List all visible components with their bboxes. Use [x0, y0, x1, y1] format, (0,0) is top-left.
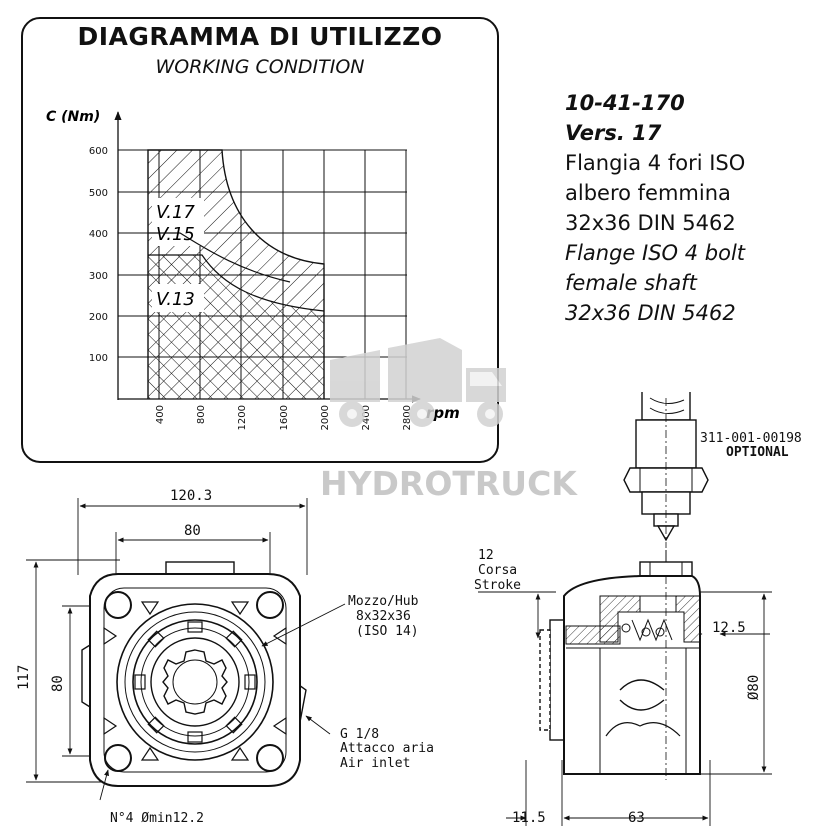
y-tick-100: 100 [89, 353, 108, 364]
dim-63: 63 [628, 810, 645, 826]
x-tick-1200: 1200 [237, 405, 248, 430]
optional-label: OPTIONAL [726, 445, 789, 460]
curve-v15-outline [148, 232, 291, 283]
x-tick-labels: 400 800 1200 1600 2000 2400 2800 [155, 405, 413, 430]
watermark-text: HYDROTRUCK [320, 464, 577, 503]
side-view-labels: 311-001-00198 OPTIONAL 12 Corsa Stroke 1… [474, 431, 802, 826]
y-tick-300: 300 [89, 271, 108, 282]
dim-height-overall: 117 [16, 665, 32, 690]
x-tick-1600: 1600 [279, 405, 290, 430]
hub-label-3: (ISO 14) [356, 624, 419, 639]
spec-it-line-1: Flangia 4 fori ISO [565, 151, 746, 175]
watermark-truck-logo [330, 338, 506, 427]
working-condition-chart: 100 200 300 400 500 600 400 800 1200 160… [21, 17, 499, 463]
curve-v13-outline [148, 254, 325, 312]
dim-11-5: 11.5 [512, 810, 546, 826]
stroke-label-2: Corsa [478, 563, 517, 578]
x-tick-2000: 2000 [320, 405, 331, 430]
product-code: 10-41-170 [565, 91, 685, 115]
air-label-1: G 1/8 [340, 727, 379, 742]
dim-12-5: 12.5 [712, 620, 746, 636]
spec-en-line-3: 32x36 DIN 5462 [565, 301, 736, 325]
dim-width-overall: 120.3 [170, 488, 212, 504]
y-tick-400: 400 [89, 229, 108, 240]
product-spec: 10-41-170 Vers. 17 Flangia 4 fori ISO al… [565, 88, 835, 328]
optional-sensor [623, 392, 709, 562]
hub-label-2: 8x32x36 [356, 609, 411, 624]
part-number: 311-001-00198 [700, 431, 802, 446]
x-tick-2800: 2800 [402, 405, 413, 430]
dim-width-bolt: 80 [184, 523, 201, 539]
curve-v17-outline [147, 149, 325, 399]
spec-en-line-2: female shaft [565, 271, 697, 295]
dim-diameter-80: Ø80 [746, 675, 762, 700]
spec-it-line-2: albero femmina [565, 181, 731, 205]
spec-it-line-3: 32x36 DIN 5462 [565, 211, 736, 235]
front-view-flange [26, 498, 346, 801]
spec-en-line-1: Flange ISO 4 bolt [565, 241, 746, 265]
x-tick-2400: 2400 [361, 405, 372, 430]
dim-height-bolt: 80 [50, 675, 66, 692]
diagram-subtitle: WORKING CONDITION [155, 56, 365, 78]
curve-v17-label: V.17 [156, 202, 195, 223]
x-tick-800: 800 [196, 405, 207, 424]
side-view-section [478, 392, 772, 826]
air-label-3: Air inlet [340, 756, 410, 771]
y-tick-labels: 100 200 300 400 500 600 [89, 146, 108, 364]
y-tick-500: 500 [89, 188, 108, 199]
holes-label: N°4 Ømin12.2 [110, 811, 204, 826]
product-version: Vers. 17 [565, 121, 662, 145]
curve-v13-label: V.13 [156, 289, 195, 310]
front-view-labels: 120.3 80 117 80 Mozzo/Hub 8x32x36 (ISO 1… [16, 488, 434, 826]
x-tick-400: 400 [155, 405, 166, 424]
diagram-title: DIAGRAMMA DI UTILIZZO [77, 22, 443, 51]
y-axis-label: C (Nm) [46, 109, 100, 125]
y-tick-600: 600 [89, 146, 108, 157]
stroke-label-3: Stroke [474, 578, 521, 593]
y-tick-200: 200 [89, 312, 108, 323]
stroke-label-1: 12 [478, 548, 494, 563]
curve-v15-label: V.15 [156, 224, 195, 245]
air-label-2: Attacco aria [340, 741, 434, 756]
hub-label-1: Mozzo/Hub [348, 594, 419, 609]
